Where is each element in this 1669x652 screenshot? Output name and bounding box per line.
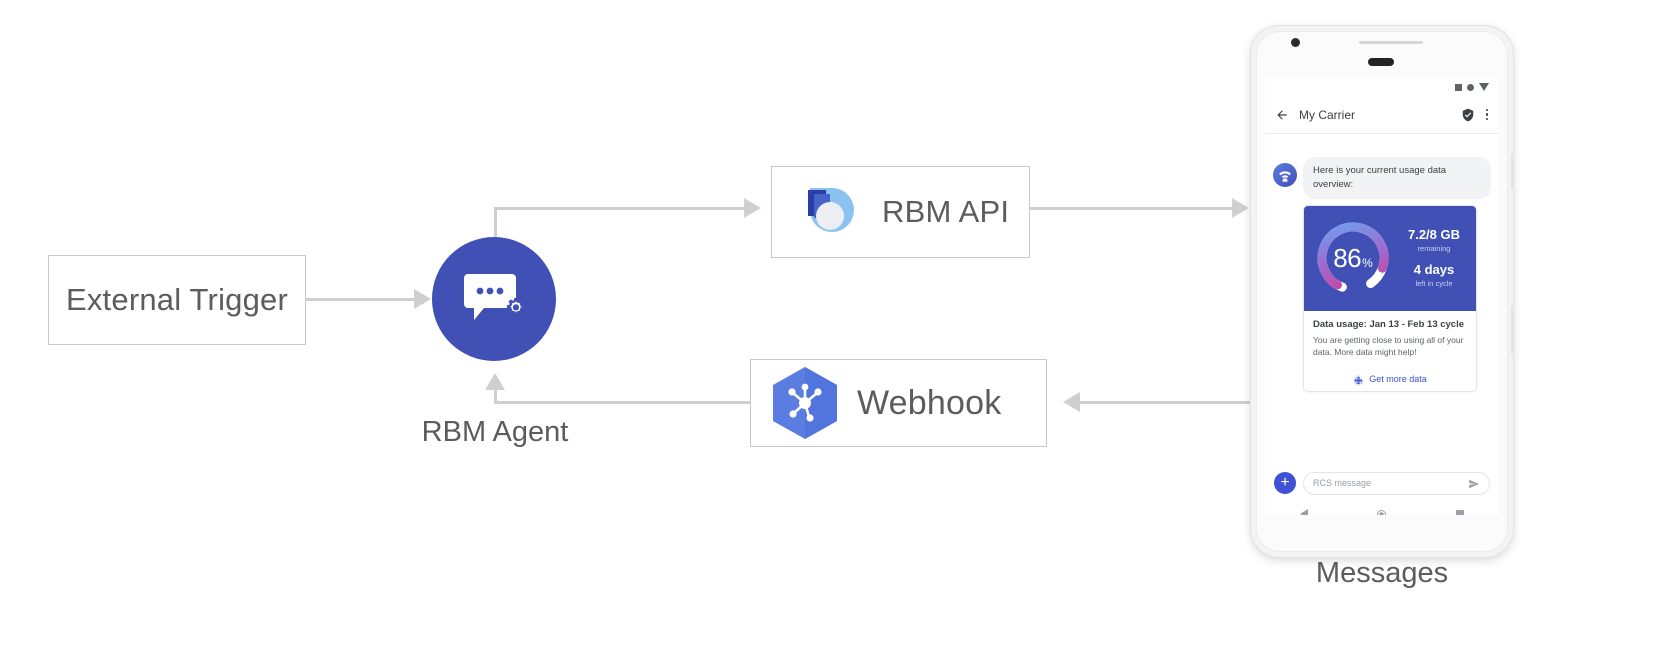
rcs-message-placeholder: RCS message	[1313, 478, 1372, 488]
nav-recents-icon[interactable]	[1456, 510, 1465, 515]
connector-api-to-phone	[1030, 207, 1234, 210]
square-icon	[1455, 83, 1462, 91]
arrowhead-api-to-phone	[1232, 198, 1249, 218]
arrowhead-phone-to-webhook	[1063, 392, 1080, 412]
rich-card-description: You are getting close to using all of yo…	[1313, 334, 1464, 357]
get-more-data-button[interactable]: Get more data	[1304, 364, 1476, 391]
circle-icon	[1467, 83, 1474, 91]
webhook-hexagon-icon	[773, 367, 837, 439]
stat-days-left: 4 days left in cycle	[1413, 262, 1455, 289]
gauge-percent-symbol: %	[1362, 255, 1373, 270]
connector-trigger-to-agent	[306, 298, 416, 301]
kebab-menu-icon[interactable]	[1485, 108, 1489, 121]
phone-device-mockup: My Carrier	[1251, 26, 1513, 557]
chat-gear-icon	[464, 274, 525, 320]
stat-data-remaining-label: remaining	[1417, 244, 1451, 254]
arrowhead-agent-to-api	[744, 198, 761, 218]
globe-icon	[1353, 373, 1364, 386]
rich-card[interactable]: 86 % 7.2/8 GB remaining 4 days lef	[1303, 204, 1477, 393]
phone-power-button[interactable]	[1511, 154, 1513, 188]
rbm-agent-node[interactable]	[432, 237, 556, 361]
arrowhead-trigger-to-agent	[414, 289, 431, 309]
rbm-api-logo-icon	[802, 188, 854, 232]
phone-earpiece-speaker	[1368, 58, 1394, 66]
rich-card-body: Data usage: Jan 13 - Feb 13 cycle You ar…	[1304, 311, 1476, 365]
rbm-agent-label: RBM Agent	[421, 416, 569, 448]
nav-home-icon[interactable]	[1377, 509, 1387, 515]
messages-label: Messages	[1315, 557, 1449, 589]
send-arrow-icon[interactable]	[1468, 477, 1480, 489]
rich-card-hero: 86 % 7.2/8 GB remaining 4 days lef	[1304, 205, 1476, 311]
conversation-thread: Here is your current usage data overview…	[1265, 135, 1499, 465]
arrowhead-webhook-to-agent	[485, 373, 505, 390]
external-trigger-label: External Trigger	[65, 282, 289, 317]
external-trigger-node[interactable]: External Trigger	[48, 255, 306, 345]
webhook-node[interactable]: Webhook	[750, 359, 1047, 447]
rbm-api-node[interactable]: RBM API	[771, 166, 1030, 258]
message-row: Here is your current usage data overview…	[1273, 157, 1491, 199]
bot-message-bubble: Here is your current usage data overview…	[1303, 157, 1491, 199]
gauge-value: 86 %	[1310, 215, 1396, 301]
back-arrow-icon[interactable]	[1275, 108, 1289, 122]
stat-days-left-label: left in cycle	[1415, 279, 1453, 289]
webhook-label: Webhook	[857, 383, 1002, 422]
phone-volume-button[interactable]	[1511, 306, 1513, 354]
app-bar-title: My Carrier	[1299, 107, 1355, 122]
hero-stats: 7.2/8 GB remaining 4 days left in cycle	[1396, 226, 1476, 289]
stat-days-left-value: 4 days	[1413, 262, 1455, 278]
rcs-message-input[interactable]: RCS message	[1303, 471, 1490, 495]
app-bar: My Carrier	[1265, 96, 1499, 134]
shield-check-icon[interactable]	[1461, 108, 1475, 122]
rbm-api-label: RBM API	[882, 194, 1010, 229]
connector-webhook-to-agent-horizontal	[494, 401, 750, 404]
nav-back-icon[interactable]	[1299, 509, 1308, 515]
rich-card-title: Data usage: Jan 13 - Feb 13 cycle	[1313, 318, 1465, 330]
connector-webhook-to-agent-vertical	[494, 390, 497, 403]
status-bar	[1265, 78, 1499, 96]
gauge-percent-number: 86	[1333, 242, 1362, 273]
message-composer: + RCS message	[1265, 466, 1499, 500]
stat-data-remaining: 7.2/8 GB remaining	[1407, 226, 1461, 254]
plus-icon[interactable]: +	[1274, 472, 1296, 494]
connector-agent-to-api-vertical	[494, 207, 497, 242]
signal-triangle-icon	[1479, 83, 1489, 91]
phone-screen: My Carrier	[1265, 78, 1499, 515]
phone-sensor-bar	[1359, 41, 1423, 44]
data-usage-gauge: 86 %	[1310, 215, 1396, 301]
phone-front-camera-icon	[1291, 38, 1300, 47]
android-nav-bar	[1265, 502, 1499, 515]
connector-phone-to-webhook	[1080, 401, 1255, 404]
get-more-data-label: Get more data	[1369, 373, 1427, 384]
connector-agent-to-api-horizontal	[494, 207, 746, 210]
rcs-bot-avatar-icon	[1273, 163, 1297, 187]
stat-data-remaining-value: 7.2/8 GB	[1407, 226, 1461, 242]
